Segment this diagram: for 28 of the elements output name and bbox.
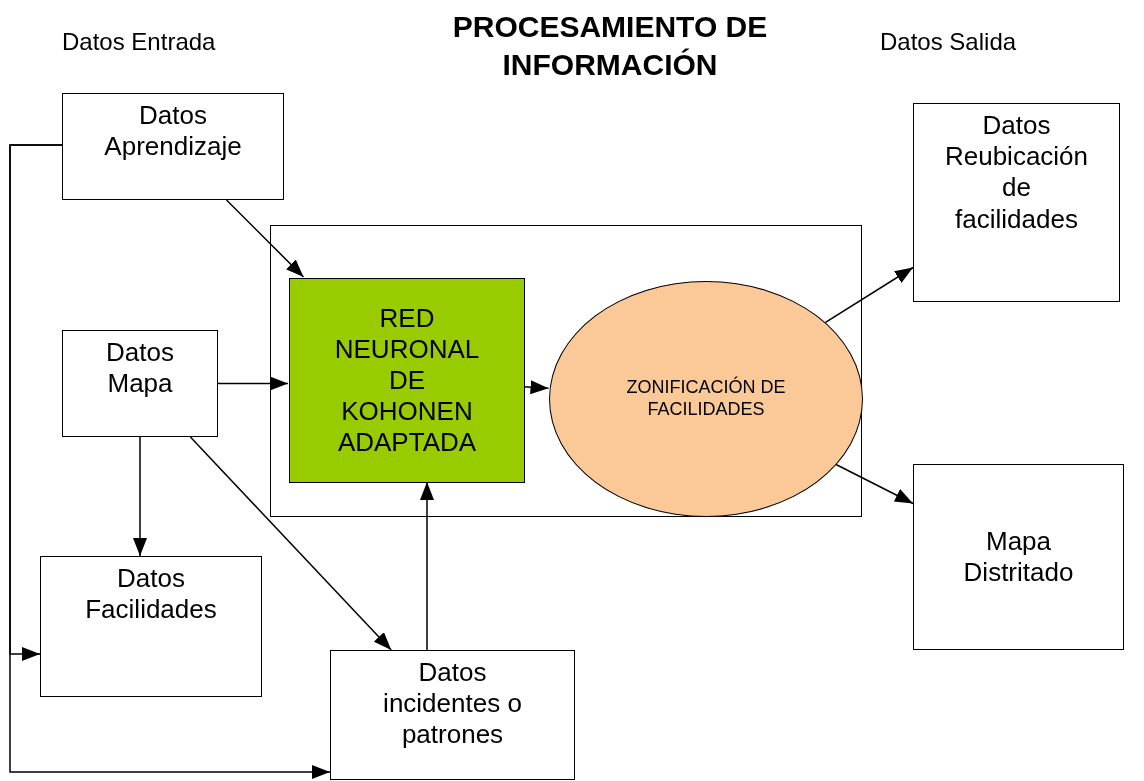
column-heading: Datos Entrada <box>62 28 216 56</box>
data-box <box>62 330 218 437</box>
arrow <box>217 376 289 391</box>
arrow <box>225 199 305 278</box>
arrow <box>824 266 914 324</box>
column-heading: Datos Salida <box>880 28 1017 56</box>
processing-frame <box>270 225 862 517</box>
data-box <box>330 650 575 780</box>
node-text: Datos Reubicación de facilidades <box>943 110 1090 235</box>
node-text: RED NEURONAL DE KOHONEN ADAPTADA <box>333 302 481 459</box>
process-box <box>289 278 525 483</box>
node-text: Datos Facilidades <box>84 563 218 626</box>
node-text: Mapa Distritado <box>962 525 1075 589</box>
arrow <box>420 481 434 651</box>
arrow <box>523 380 550 395</box>
data-box <box>913 464 1124 650</box>
data-box <box>62 93 284 200</box>
data-box <box>913 103 1120 302</box>
arrow <box>133 436 147 557</box>
node-text: Datos Aprendizaje <box>103 100 243 163</box>
data-box <box>40 556 262 697</box>
node-text: Datos Mapa <box>105 337 175 400</box>
diagram-title: PROCESAMIENTO DE INFORMACIÓN <box>451 9 769 83</box>
arrow <box>189 436 392 651</box>
arrow <box>834 463 914 505</box>
node-text: Datos incidentes o patrones <box>382 657 523 751</box>
arrow <box>9 144 331 779</box>
node-text: ZONIFICACIÓN DE FACILIDADES <box>625 377 787 421</box>
